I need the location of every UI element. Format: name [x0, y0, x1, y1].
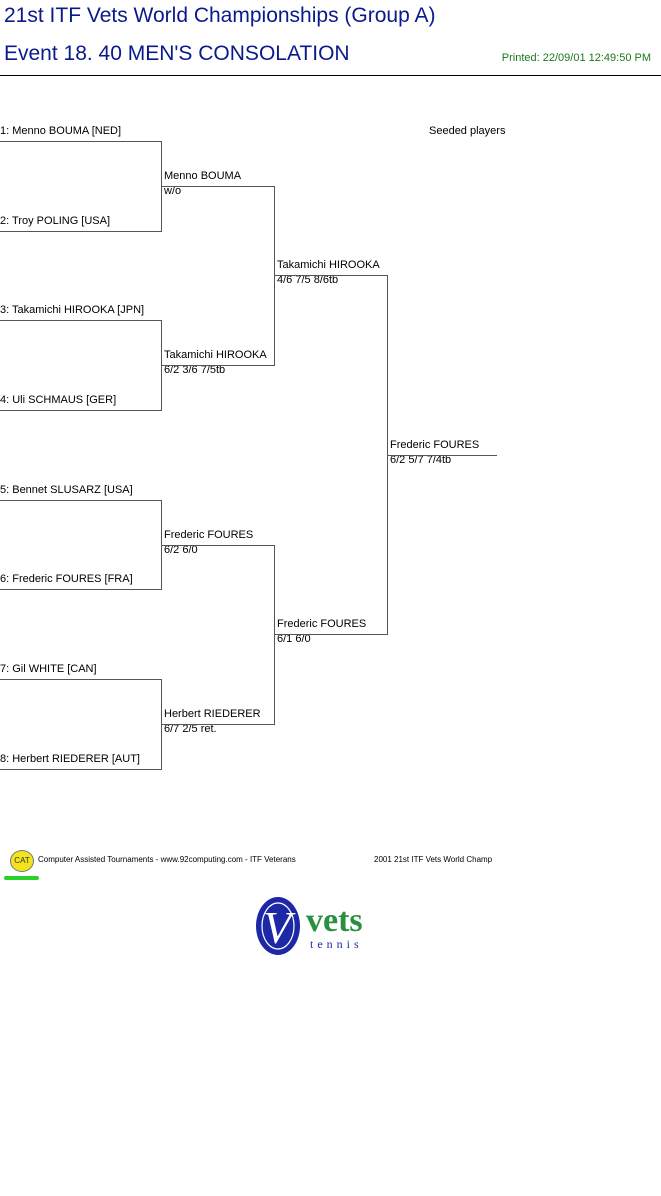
footer: CAT Computer Assisted Tournaments - www.… [0, 846, 661, 886]
bracket-line [0, 320, 161, 321]
cat-logo-underline [4, 876, 39, 880]
round3-score-2: 6/1 6/0 [277, 633, 311, 645]
round2-score-4: 6/7 2/5 ret. [164, 723, 217, 735]
round1-player-8: 8: Herbert RIEDERER [AUT] [0, 753, 140, 765]
bracket-line [0, 231, 161, 232]
header-divider [0, 75, 661, 76]
vets-logo-ball [256, 897, 300, 955]
round2-score-2: 6/2 3/6 7/5tb [164, 364, 226, 376]
round3-winner-2: Frederic FOURES [277, 618, 367, 630]
round1-player-1: 1: Menno BOUMA [NED] [0, 125, 122, 137]
bracket-connector [274, 186, 275, 366]
cat-logo: CAT [10, 850, 34, 872]
vets-logo-word: vets [306, 902, 363, 939]
round3-score-1: 4/6 7/5 8/6tb [277, 274, 339, 286]
champion-name: Frederic FOURES [390, 439, 480, 451]
event-title: Event 18. 40 MEN'S CONSOLATION [4, 42, 350, 65]
seeded-players-label: Seeded players [429, 125, 506, 137]
bracket-line [0, 410, 161, 411]
bracket-connector [274, 545, 275, 725]
round2-score-3: 6/2 6/0 [164, 544, 198, 556]
round1-player-4: 4: Uli SCHMAUS [GER] [0, 394, 117, 406]
round3-winner-1: Takamichi HIROOKA [277, 259, 380, 271]
round1-player-5: 5: Bennet SLUSARZ [USA] [0, 484, 133, 496]
round2-winner-4: Herbert RIEDERER [164, 708, 261, 720]
bracket-line [274, 275, 387, 276]
vets-logo-subword: tennis [310, 937, 363, 951]
round1-player-3: 3: Takamichi HIROOKA [JPN] [0, 304, 145, 316]
round2-score-1: w/o [164, 185, 182, 197]
bracket-line [0, 589, 161, 590]
bracket-line [0, 769, 161, 770]
bracket-line [161, 186, 274, 187]
bracket-line [387, 455, 497, 456]
round1-player-7: 7: Gil WHITE [CAN] [0, 663, 97, 675]
bracket-line [0, 679, 161, 680]
bracket-line [0, 500, 161, 501]
round1-player-6: 6: Frederic FOURES [FRA] [0, 573, 133, 585]
bracket-line [161, 365, 274, 366]
champion-score: 6/2 5/7 7/4tb [390, 454, 452, 466]
round1-player-2: 2: Troy POLING [USA] [0, 215, 111, 227]
footer-credit: Computer Assisted Tournaments - www.92co… [38, 855, 296, 864]
vets-tennis-logo: V vets tennis [256, 897, 363, 955]
vets-logo-ball-seam [261, 902, 295, 950]
bracket-line [274, 634, 387, 635]
round2-winner-1: Menno BOUMA [164, 170, 242, 182]
page-title: 21st ITF Vets World Championships (Group… [4, 4, 436, 27]
bracket-line [161, 545, 274, 546]
printed-timestamp: Printed: 22/09/01 12:49:50 PM [501, 52, 651, 64]
bracket-line [161, 724, 274, 725]
round2-winner-2: Takamichi HIROOKA [164, 349, 267, 361]
footer-event-name: 2001 21st ITF Vets World Champ [374, 855, 493, 864]
round2-winner-3: Frederic FOURES [164, 529, 254, 541]
bracket-line [0, 141, 161, 142]
vets-logo-letter: V [263, 902, 296, 953]
